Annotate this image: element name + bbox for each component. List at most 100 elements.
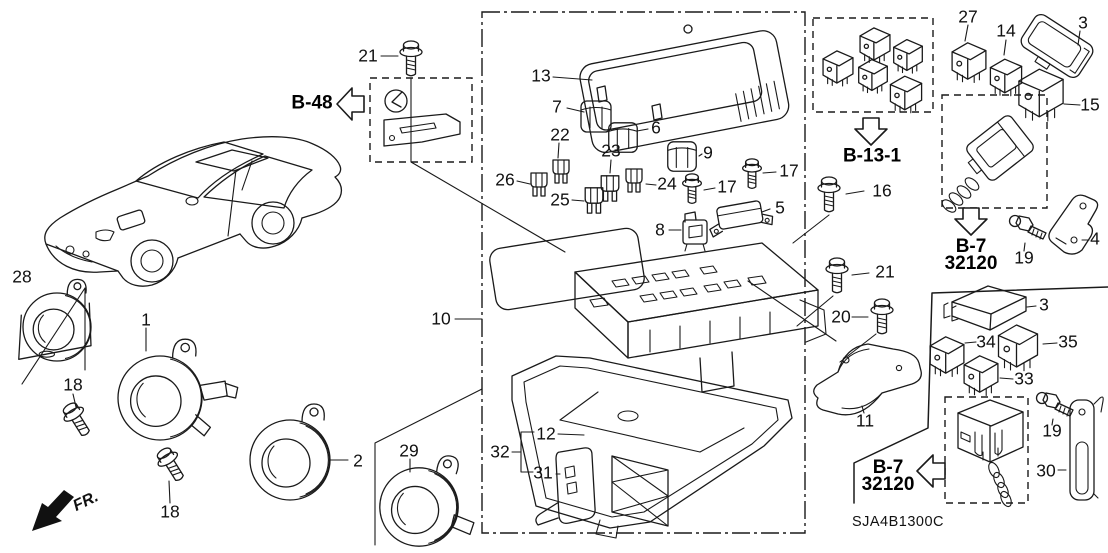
horn-1-drawing	[118, 339, 238, 440]
part-label-3: 3	[1039, 294, 1049, 315]
part-label-8: 8	[655, 219, 665, 240]
part-label-34: 34	[976, 331, 996, 352]
part-label-17: 17	[779, 160, 799, 181]
bolt-17-right-drawing	[742, 158, 762, 189]
part-label-7: 7	[552, 96, 562, 117]
b7-bottom-left-arrow-icon	[917, 455, 945, 487]
part-label-24: 24	[657, 173, 677, 194]
part-label-12: 12	[536, 423, 556, 444]
part-label-35: 35	[1058, 331, 1078, 352]
part-label-33: 33	[1014, 368, 1034, 389]
fuse-box-cover-drawing	[578, 25, 791, 155]
part-label-18: 18	[63, 374, 83, 395]
bolt-18-right-drawing	[151, 443, 191, 486]
relay-9-drawing	[667, 141, 697, 172]
b13-1-down-arrow-icon	[855, 118, 887, 145]
ref-b7-bottom-line1: B-7	[872, 457, 904, 478]
figure-code: SJA4B1300C	[851, 513, 945, 530]
sub-diagram-boundary	[854, 287, 1108, 503]
part-label-27: 27	[958, 6, 978, 27]
fuse-22-drawing	[552, 159, 570, 184]
bracket-31-drawing	[536, 448, 595, 525]
connector-top-drawing	[940, 113, 1036, 214]
part-label-13: 13	[531, 65, 551, 86]
horn-2-drawing	[250, 404, 330, 500]
bolt-21-top-drawing	[399, 40, 423, 77]
relay-35-drawing	[997, 324, 1039, 372]
part-label-16: 16	[872, 180, 892, 201]
part-label-19: 19	[1042, 420, 1062, 441]
sensor-19-top-drawing	[1008, 214, 1047, 240]
fr-direction-arrow-icon	[32, 490, 74, 531]
dashed-box-bracket	[370, 78, 472, 162]
leader-lines	[22, 25, 1089, 545]
bracket-assembly-drawing	[384, 90, 460, 146]
part-label-19: 19	[1014, 247, 1034, 268]
fuse-box-body-drawing	[488, 227, 826, 392]
fuse-23-drawing	[600, 175, 620, 202]
part-label-22: 22	[550, 124, 570, 145]
part-label-18: 18	[160, 501, 180, 522]
fuse-25-drawing	[584, 187, 604, 214]
bolt-18-left-drawing	[57, 398, 97, 441]
fuse-24-drawing	[625, 168, 643, 193]
bracket-11-drawing	[814, 344, 922, 415]
bolt-20-drawing	[870, 298, 894, 335]
ref-b7-top-line1: B-7	[955, 236, 987, 257]
part-label-17: 17	[717, 176, 737, 197]
bolt-16-drawing	[817, 176, 841, 213]
ref-b7-top-line2: 32120	[944, 253, 998, 274]
bracket-30-drawing	[1070, 397, 1103, 500]
part-label-26: 26	[495, 169, 515, 190]
part-label-29: 29	[399, 440, 419, 461]
part-label-21: 21	[358, 45, 378, 66]
part-label-11: 11	[855, 410, 875, 431]
part-label-32: 32	[490, 441, 510, 462]
dashed-box-b13-relays	[813, 18, 933, 112]
part-label-25: 25	[550, 189, 570, 210]
lower-tray-drawing	[512, 356, 792, 538]
relay-14-drawing	[989, 58, 1023, 97]
fuse-26-drawing	[530, 172, 548, 197]
relay-box-3-drawing	[944, 286, 1026, 330]
module-3-drawing	[1015, 12, 1096, 86]
dashed-box-b7-bottom	[945, 397, 1028, 503]
breaker-8-drawing	[683, 212, 707, 251]
part-label-23: 23	[601, 140, 621, 161]
ref-b13-1: B-13-1	[842, 145, 902, 167]
bracket-4-drawing	[1049, 195, 1098, 254]
part-label-9: 9	[703, 142, 713, 163]
ref-b7-bottom-line2: 32120	[861, 474, 915, 495]
horn-29-drawing	[380, 456, 474, 546]
bolt-21-right-drawing	[825, 257, 849, 294]
ref-b48: B-48	[291, 92, 333, 114]
horn-28-drawing	[19, 279, 91, 361]
part-label-21: 21	[875, 261, 895, 282]
b7-top-down-arrow-icon	[955, 208, 987, 235]
part-label-30: 30	[1036, 460, 1056, 481]
part-label-20: 20	[831, 306, 851, 327]
relay-33-drawing	[963, 354, 999, 397]
part-label-1: 1	[141, 309, 151, 330]
b13-relay-group-drawing	[822, 27, 924, 114]
part-5-drawing	[706, 199, 774, 238]
car-drawing	[45, 137, 342, 286]
part-label-31: 31	[533, 462, 553, 483]
relay-34-drawing	[929, 335, 965, 378]
bolt-17-left-drawing	[682, 173, 702, 204]
part-label-4: 4	[1090, 228, 1100, 249]
part-label-6: 6	[651, 117, 661, 138]
part-label-28: 28	[12, 266, 32, 287]
main-assembly-boundary	[482, 12, 805, 533]
connector-bottom-drawing	[958, 400, 1023, 508]
part-label-14: 14	[996, 20, 1016, 41]
part-label-10: 10	[431, 308, 451, 329]
part-label-3: 3	[1078, 12, 1088, 33]
b48-arrow-icon	[337, 88, 364, 120]
part-label-5: 5	[775, 197, 785, 218]
sensor-19-bottom-drawing	[1035, 391, 1074, 417]
part-label-15: 15	[1080, 94, 1100, 115]
